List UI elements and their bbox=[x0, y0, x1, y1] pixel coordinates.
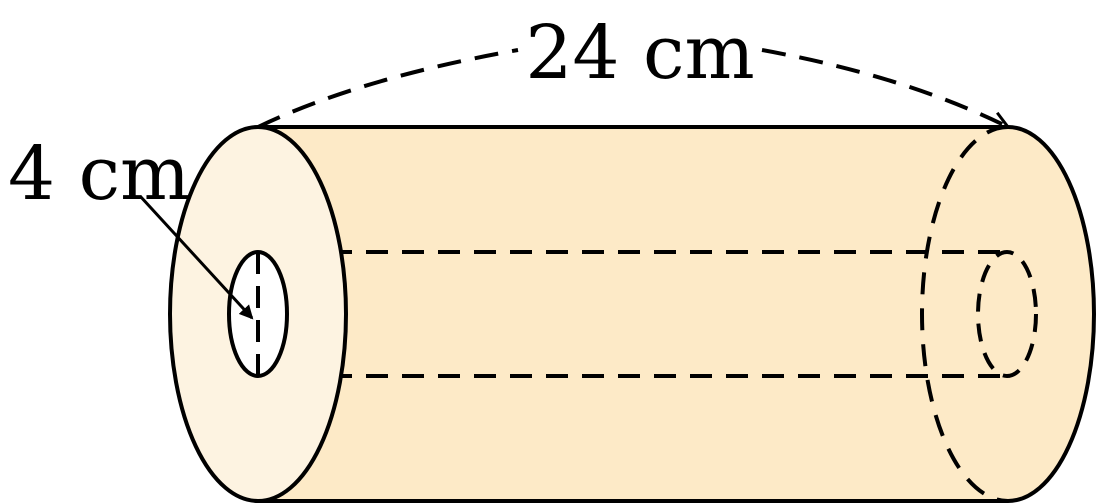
inner-diameter-label: 4 cm bbox=[8, 131, 190, 217]
length-dimension-arc-left bbox=[257, 48, 519, 129]
length-dimension-arc-right bbox=[761, 48, 1012, 129]
cylinder-body bbox=[258, 127, 1094, 501]
right-end-visible-arc bbox=[1007, 125, 1096, 503]
length-label: 24 cm bbox=[525, 10, 754, 96]
inner-diameter-leader-arrow bbox=[138, 194, 254, 320]
right-end-hidden-arc bbox=[920, 125, 1009, 503]
right-end-hidden-hole bbox=[976, 250, 1038, 378]
